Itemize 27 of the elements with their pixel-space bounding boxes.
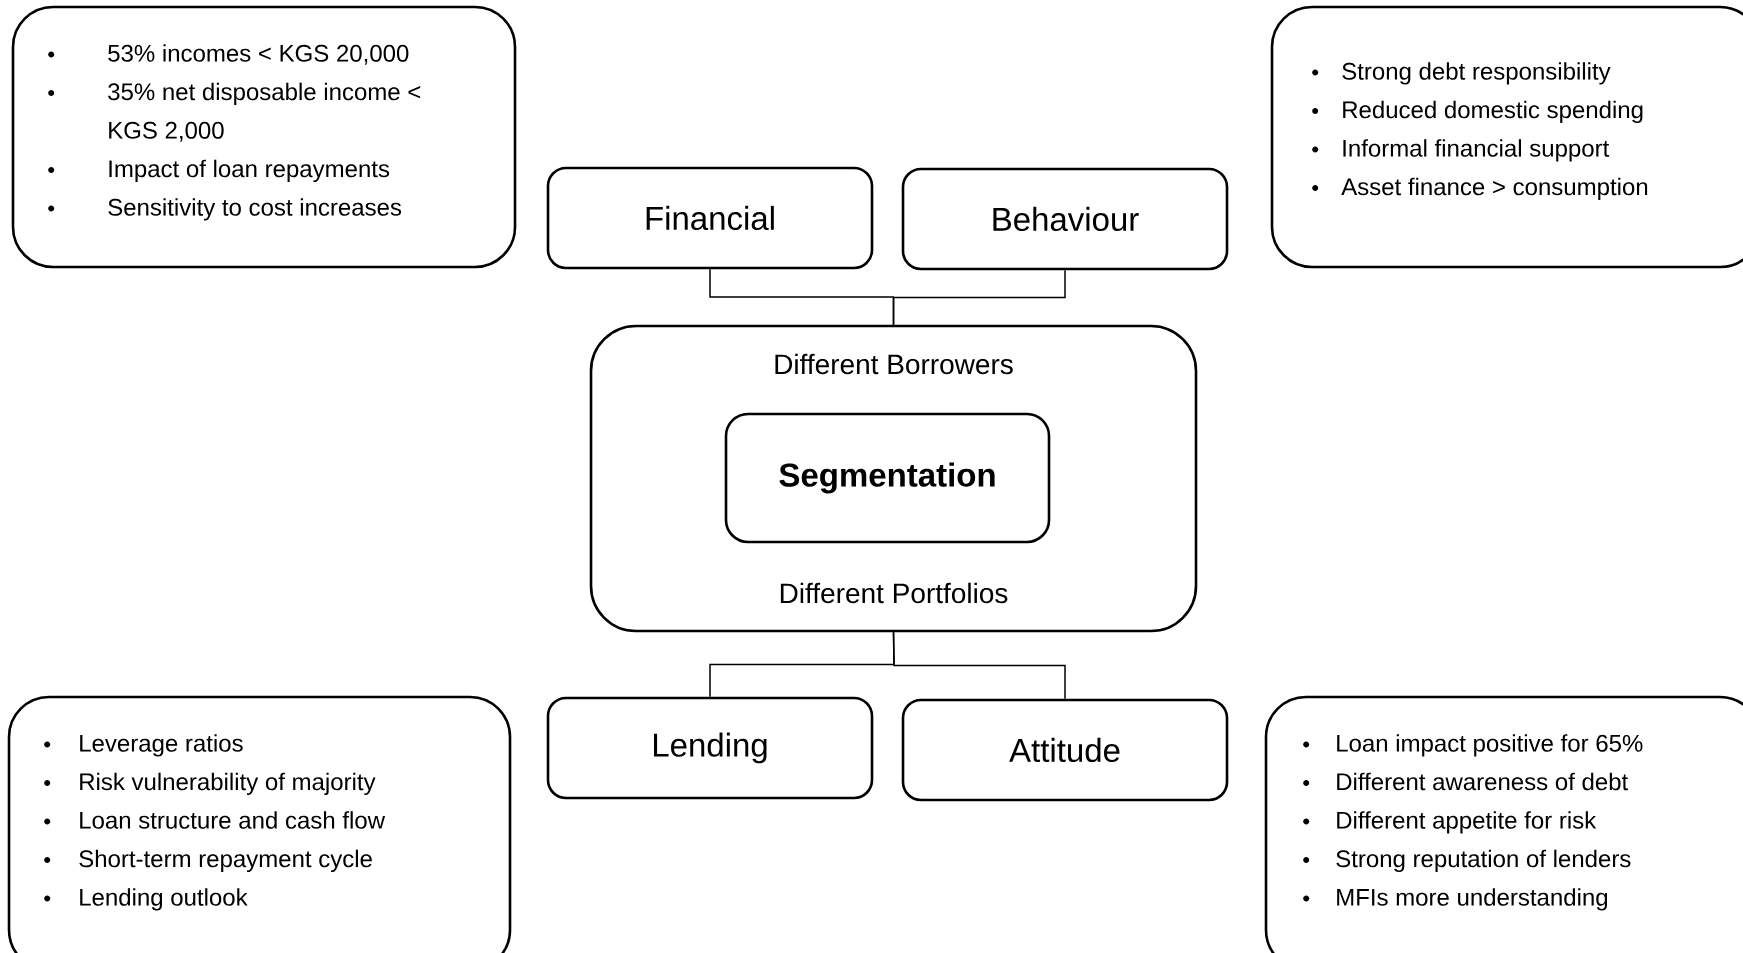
list-item: 53% incomes < KGS 20,000 xyxy=(48,44,409,65)
list-item: Asset finance > consumption xyxy=(1312,177,1648,201)
category-box: Lending xyxy=(546,696,874,800)
central-box: Segmentation xyxy=(724,412,1051,544)
connector-line xyxy=(892,269,1066,326)
list-item: 35% net disposable income < KGS 2,000 xyxy=(48,82,421,142)
list-item: Short-term repayment cycle xyxy=(44,849,372,873)
list-item: Strong reputation of lenders xyxy=(1303,849,1631,873)
list-item: Reduced domestic spending xyxy=(1312,100,1643,124)
group-heading: Different Portfolios xyxy=(780,582,1008,604)
list-item: Strong debt responsibility xyxy=(1312,62,1611,85)
list-item: Loan structure and cash flow xyxy=(44,811,386,829)
list-item: Leverage ratios xyxy=(44,734,243,757)
list-item: Different awareness of debt xyxy=(1303,772,1629,791)
list-item: MFIs more understanding xyxy=(1303,888,1608,911)
category-box: Attitude xyxy=(901,698,1229,802)
list-item: Risk vulnerability of majority xyxy=(44,772,376,796)
category-box: Financial xyxy=(546,166,874,270)
category-box: Behaviour xyxy=(901,167,1229,271)
list-item: Different appetite for risk xyxy=(1303,811,1597,834)
connector-line xyxy=(892,631,1066,700)
list-item: Loan impact positive for 65% xyxy=(1303,734,1643,757)
list-item: Informal financial support xyxy=(1312,139,1610,162)
group-heading: Different Borrowers xyxy=(775,353,1013,375)
list-item: Sensitivity to cost increases xyxy=(48,198,402,221)
list-item: Impact of loan repayments xyxy=(48,159,390,183)
list-item: Lending outlook xyxy=(44,888,248,911)
